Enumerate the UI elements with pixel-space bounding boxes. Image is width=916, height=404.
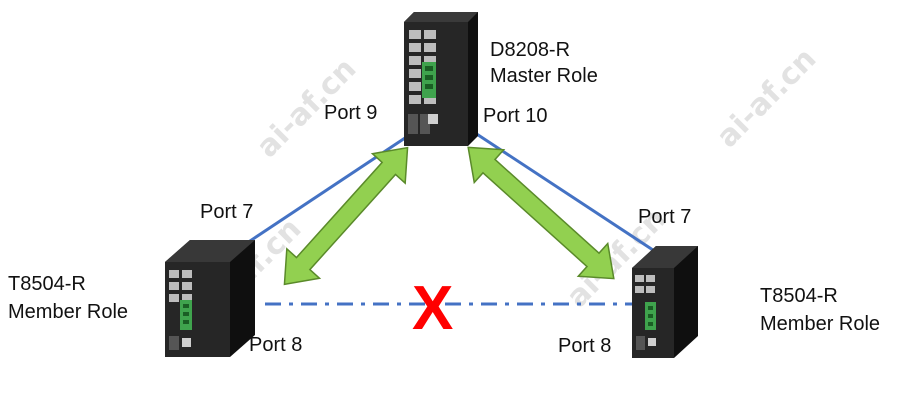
- link-port10-to-port7: [462, 123, 657, 254]
- right-member-switch-image: [632, 246, 698, 358]
- right-member-role-label: Member Role: [760, 313, 881, 335]
- master-role-label: Master Role: [490, 65, 598, 87]
- ring-arrow-left: [283, 146, 409, 286]
- port-label-left-8: Port 8: [249, 334, 303, 356]
- port-label-left-7: Port 7: [200, 201, 254, 223]
- left-member-model-label: T8504-R: [8, 273, 86, 295]
- blocked-link-x-mark: X: [412, 274, 454, 343]
- port-label-master-9: Port 9: [324, 102, 378, 124]
- master-model-label: D8208-R: [490, 39, 571, 61]
- port-label-right-8: Port 8: [558, 335, 612, 357]
- port-label-master-10: Port 10: [483, 105, 548, 127]
- left-member-role-label: Member Role: [8, 301, 129, 323]
- right-member-model-label: T8504-R: [760, 285, 838, 307]
- port-label-right-7: Port 7: [638, 206, 692, 228]
- ring-arrow-right: [467, 146, 615, 280]
- master-switch-image: [404, 12, 478, 146]
- left-member-switch-image: [165, 240, 255, 357]
